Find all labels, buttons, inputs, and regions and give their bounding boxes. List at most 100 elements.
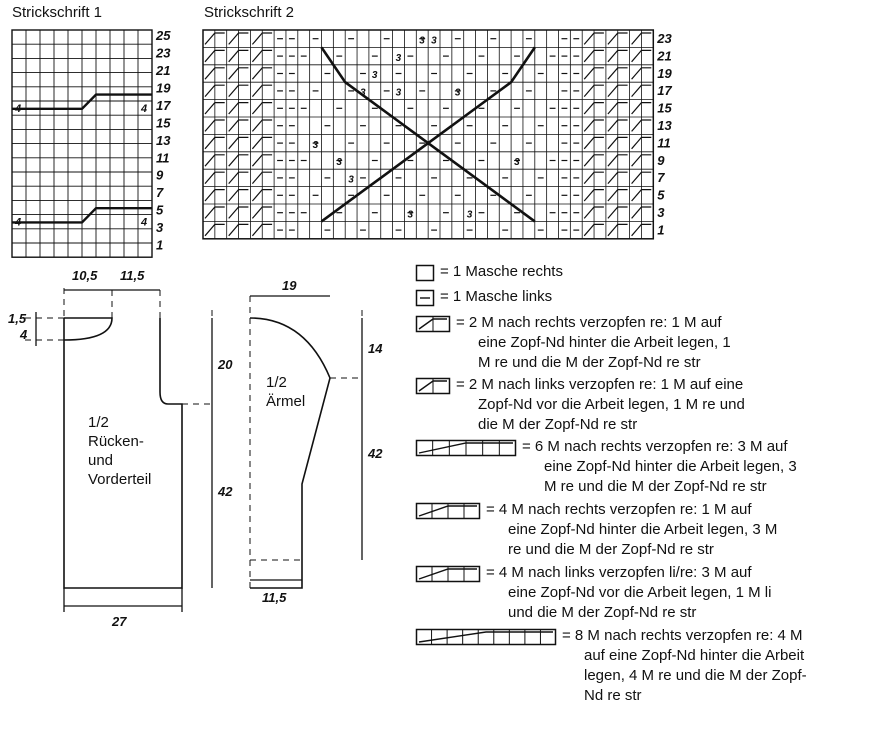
small-cable-mark bbox=[583, 49, 604, 63]
small-cable-mark bbox=[583, 67, 604, 80]
chart1-cable-mark: 4 bbox=[140, 217, 147, 229]
chart1-row-number: 17 bbox=[156, 98, 171, 113]
small-cable-mark bbox=[607, 206, 628, 219]
dim-sleeve-cap: 14 bbox=[368, 341, 383, 356]
small-cable-mark bbox=[228, 223, 249, 237]
legend-line: auf eine Zopf-Nd hinter die Arbeit bbox=[584, 647, 805, 664]
icon-cable bbox=[418, 380, 447, 392]
small-cable-mark bbox=[583, 206, 604, 219]
small-cable-mark bbox=[251, 189, 273, 202]
small-cable-mark bbox=[228, 49, 249, 63]
chart2-cable-mark: 3 bbox=[396, 53, 402, 64]
small-cable-mark bbox=[583, 154, 604, 167]
small-cable-mark bbox=[607, 154, 628, 167]
small-cable-mark bbox=[228, 119, 249, 132]
chart1-cable-mark: 4 bbox=[14, 103, 21, 115]
legend-line: = 6 M nach rechts verzopfen re: 3 M auf bbox=[522, 438, 788, 455]
cable-2-right-icon bbox=[415, 315, 451, 333]
chart1-row-number: 15 bbox=[156, 115, 171, 130]
chart1-row-number: 25 bbox=[155, 28, 171, 43]
small-cable-mark bbox=[228, 84, 249, 97]
small-cable-mark bbox=[204, 223, 225, 237]
chart1-row-number: 23 bbox=[155, 45, 171, 60]
chart2-cable-mark: 3 bbox=[455, 88, 461, 99]
chart2-row-number: 21 bbox=[656, 48, 671, 63]
chart2-cable-mark: 3 bbox=[396, 88, 402, 99]
chart2-row-number: 7 bbox=[657, 170, 665, 185]
dim-top-right: 11,5 bbox=[120, 268, 145, 283]
purl-stitch-icon bbox=[415, 289, 435, 307]
small-cable-mark bbox=[583, 102, 604, 115]
dim-shoulder: 1,5 bbox=[8, 311, 27, 326]
chart1-cable-line bbox=[12, 93, 152, 111]
chart1-row-number: 1 bbox=[156, 238, 163, 253]
small-cable-mark bbox=[631, 136, 652, 150]
chart2-cable-mark: 3 bbox=[313, 140, 319, 151]
small-cable-mark bbox=[228, 67, 249, 80]
chart1-cable-mark: 4 bbox=[140, 103, 147, 115]
chart2-row-number: 15 bbox=[657, 101, 672, 116]
small-cable-mark bbox=[607, 171, 628, 184]
chart1-row-number: 11 bbox=[156, 150, 170, 165]
legend-line: = 4 M nach links verzopfen li/re: 3 M au… bbox=[486, 564, 752, 581]
icon-frame bbox=[415, 289, 435, 307]
legend-line: Zopf-Nd vor die Arbeit legen, 1 M re und bbox=[478, 396, 745, 413]
small-cable-mark bbox=[204, 136, 225, 150]
small-cable-mark bbox=[251, 102, 273, 115]
small-cable-mark bbox=[204, 67, 225, 80]
small-cable-mark bbox=[607, 223, 628, 237]
chart2-cable-mark: 3 bbox=[419, 35, 425, 46]
small-cable-mark bbox=[607, 119, 628, 132]
dim-sleeve-cuff: 11,5 bbox=[262, 590, 287, 605]
legend-text: = 1 Masche links bbox=[440, 287, 552, 307]
icon-cable bbox=[418, 505, 477, 517]
small-cable-mark bbox=[204, 119, 225, 132]
legend-line: eine Zopf-Nd hinter die Arbeit legen, 1 bbox=[478, 334, 731, 351]
small-cable-mark bbox=[251, 119, 273, 132]
small-cable-mark bbox=[583, 32, 604, 45]
small-cable-mark bbox=[228, 189, 249, 202]
small-cable-mark bbox=[251, 49, 273, 63]
small-cable-mark bbox=[631, 154, 652, 167]
small-cable-mark bbox=[583, 84, 604, 97]
small-cable-mark bbox=[631, 206, 652, 219]
small-cable-mark bbox=[251, 67, 273, 80]
icon-frame bbox=[415, 628, 557, 646]
legend-text: = 4 M nach links verzopfen li/re: 3 M au… bbox=[486, 563, 771, 623]
cable-4-left-icon bbox=[415, 565, 481, 583]
small-cable-mark bbox=[631, 49, 652, 63]
small-cable-mark bbox=[251, 223, 273, 237]
body-label: 1/2 Rücken- und Vorderteil bbox=[88, 414, 152, 488]
legend-line: M re und die M der Zopf-Nd re str bbox=[478, 354, 701, 371]
small-cable-mark bbox=[607, 189, 628, 202]
legend-line: und die M der Zopf-Nd re str bbox=[508, 604, 697, 621]
dim-bottom: 27 bbox=[112, 614, 127, 629]
legend-line: = 4 M nach rechts verzopfen re: 1 M auf bbox=[486, 501, 752, 518]
small-cable-mark bbox=[204, 189, 225, 202]
chart2-row-number: 19 bbox=[657, 66, 672, 81]
chart2-row-number: 17 bbox=[657, 83, 672, 98]
small-cable-mark bbox=[583, 189, 604, 202]
small-cable-mark bbox=[607, 67, 628, 80]
cable-8-right-icon bbox=[415, 628, 557, 646]
dim-top-left: 10,5 bbox=[72, 268, 98, 283]
small-cable-mark bbox=[583, 119, 604, 132]
small-cable-mark bbox=[204, 171, 225, 184]
legend-line: re und die M der Zopf-Nd re str bbox=[508, 541, 714, 558]
legend-line: Nd re str bbox=[584, 687, 642, 704]
chart2-cable-mark: 3 bbox=[372, 70, 378, 81]
small-cable-mark bbox=[204, 154, 225, 167]
small-cable-mark bbox=[607, 102, 628, 115]
cable-4-right-icon bbox=[415, 502, 481, 520]
chart2-row-number: 11 bbox=[657, 135, 671, 150]
knit-stitch-icon bbox=[415, 264, 435, 282]
dim-armhole: 20 bbox=[218, 357, 233, 372]
icon-cable bbox=[418, 442, 513, 454]
small-cable-mark bbox=[583, 223, 604, 237]
small-cable-mark bbox=[228, 32, 249, 45]
